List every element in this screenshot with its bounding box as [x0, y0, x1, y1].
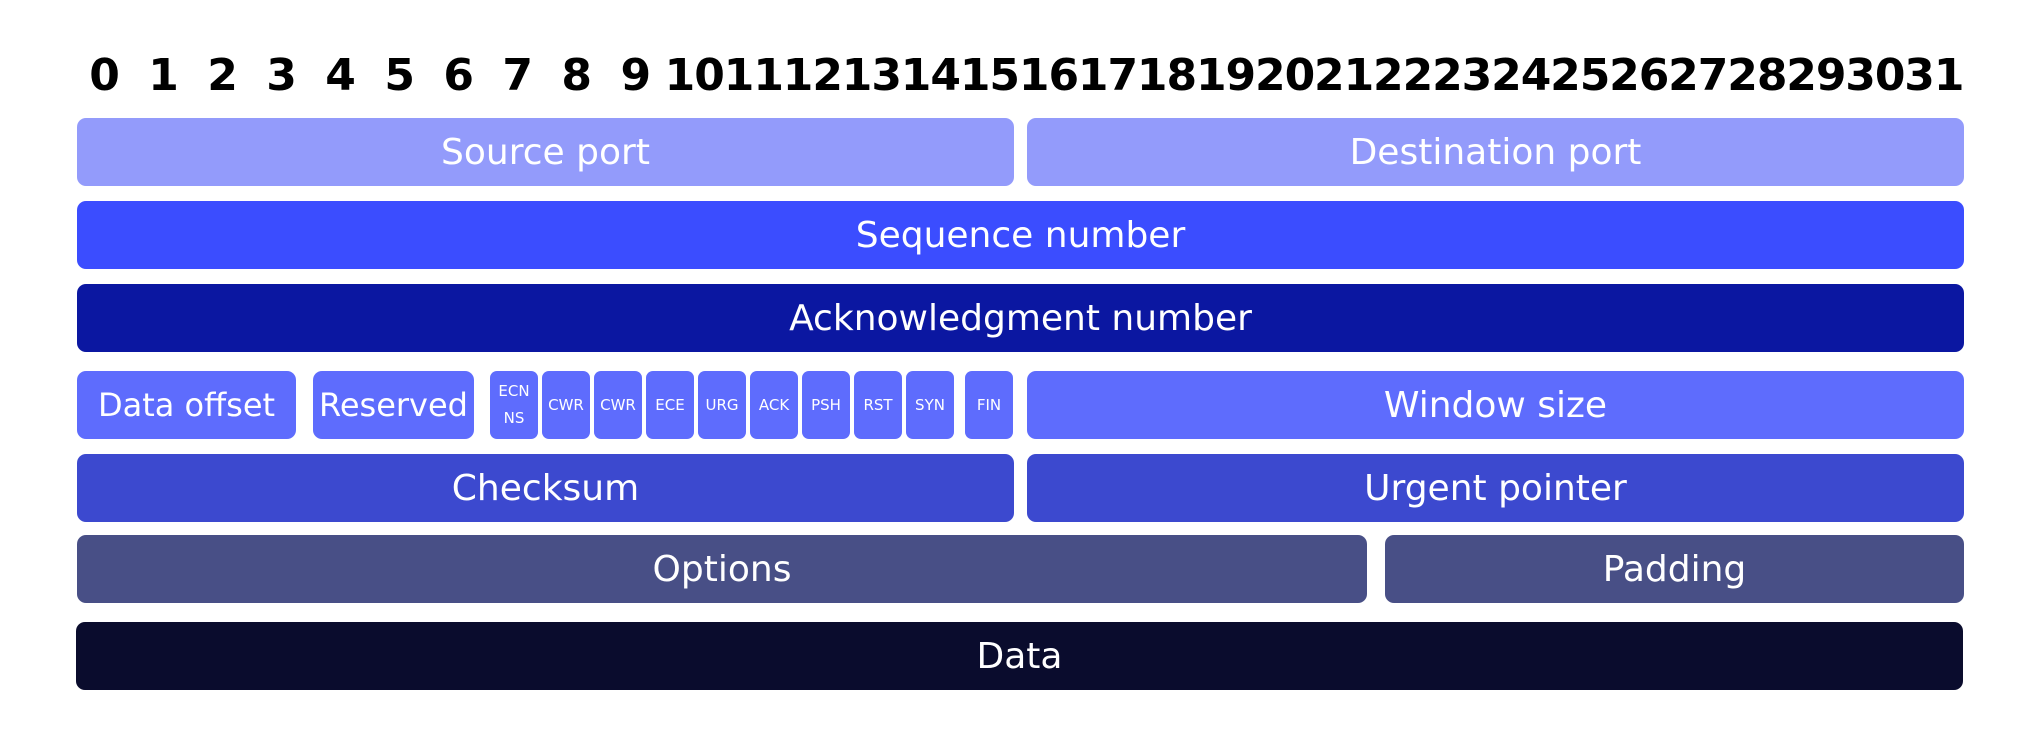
bit-number-24: 24 — [1491, 50, 1551, 101]
data-label: Data — [976, 635, 1063, 677]
bit-number-28: 28 — [1727, 50, 1787, 101]
window-size-field: Window size — [1027, 371, 1964, 439]
bit-number-1: 1 — [148, 50, 179, 101]
flag-psh-label: PSH — [811, 396, 841, 414]
bit-number-5: 5 — [384, 50, 415, 101]
data-offset-label: Data offset — [97, 386, 276, 424]
bit-number-27: 27 — [1668, 50, 1728, 101]
acknowledgment-number-field: Acknowledgment number — [77, 284, 1964, 352]
flag-ecn-label: ECN — [498, 382, 530, 400]
flag-syn-label: SYN — [915, 396, 945, 414]
flag-urg-label: URG — [705, 396, 739, 414]
bit-number-6: 6 — [443, 50, 474, 101]
options-label: Options — [652, 548, 792, 590]
bit-number-26: 26 — [1609, 50, 1669, 101]
flag-fin-label: FIN — [976, 396, 1002, 414]
flag-psh: PSH — [802, 371, 850, 439]
bit-number-9: 9 — [620, 50, 651, 101]
flag-ack-label: ACK — [758, 396, 790, 414]
padding-field: Padding — [1385, 535, 1964, 603]
bit-number-13: 13 — [841, 50, 902, 101]
flag-urg: URG — [698, 371, 746, 439]
source-port-label: Source port — [441, 131, 650, 173]
padding-label: Padding — [1602, 548, 1747, 590]
bit-number-7: 7 — [502, 50, 533, 101]
bit-number-15: 15 — [959, 50, 1020, 101]
flag-ece: ECE — [646, 371, 694, 439]
flag-cwr-2-label: CWR — [600, 396, 636, 414]
reserved-label: Reserved — [319, 386, 468, 424]
destination-port-field: Destination port — [1027, 118, 1964, 186]
flag-cwr-2: CWR — [594, 371, 642, 439]
flag-ecn-ns: ECN NS — [490, 371, 538, 439]
flag-syn: SYN — [906, 371, 954, 439]
bit-number-12: 12 — [782, 50, 843, 101]
bit-number-0: 0 — [89, 50, 120, 101]
destination-port-label: Destination port — [1349, 131, 1642, 173]
flag-ece-label: ECE — [655, 396, 685, 414]
sequence-number-label: Sequence number — [855, 214, 1186, 256]
acknowledgment-number-label: Acknowledgment number — [789, 297, 1252, 339]
flag-ack: ACK — [750, 371, 798, 439]
window-size-label: Window size — [1383, 384, 1608, 426]
bit-number-20: 20 — [1254, 50, 1315, 101]
flag-ns-label: NS — [503, 409, 525, 427]
urgent-pointer-field: Urgent pointer — [1027, 454, 1964, 522]
checksum-label: Checksum — [451, 467, 640, 509]
bit-number-8: 8 — [561, 50, 592, 101]
bit-number-25: 25 — [1550, 50, 1610, 101]
bit-number-29: 29 — [1786, 50, 1846, 101]
data-field: Data — [76, 622, 1963, 690]
options-field: Options — [77, 535, 1367, 603]
reserved-field: Reserved — [313, 371, 474, 439]
source-port-field: Source port — [77, 118, 1014, 186]
urgent-pointer-label: Urgent pointer — [1364, 467, 1627, 509]
bit-number-22: 22 — [1373, 50, 1433, 101]
bit-number-11: 11 — [723, 50, 784, 101]
data-offset-field: Data offset — [77, 371, 296, 439]
flag-cwr-1-label: CWR — [548, 396, 584, 414]
bit-number-18: 18 — [1136, 50, 1197, 101]
bit-number-30: 30 — [1845, 50, 1905, 101]
sequence-number-field: Sequence number — [77, 201, 1964, 269]
bit-number-2: 2 — [207, 50, 238, 101]
bit-number-19: 19 — [1195, 50, 1256, 101]
checksum-field: Checksum — [77, 454, 1014, 522]
bit-number-14: 14 — [900, 50, 961, 101]
flag-cwr-1: CWR — [542, 371, 590, 439]
flag-rst: RST — [854, 371, 902, 439]
bit-number-17: 17 — [1077, 50, 1138, 101]
bit-number-21: 21 — [1314, 50, 1374, 101]
bit-number-23: 23 — [1432, 50, 1492, 101]
bit-number-16: 16 — [1018, 50, 1079, 101]
bit-number-31: 31 — [1904, 50, 1964, 101]
bit-number-3: 3 — [266, 50, 297, 101]
bit-number-10: 10 — [664, 50, 725, 101]
flag-fin: FIN — [965, 371, 1013, 439]
bit-number-4: 4 — [325, 50, 356, 101]
flag-rst-label: RST — [863, 396, 893, 414]
